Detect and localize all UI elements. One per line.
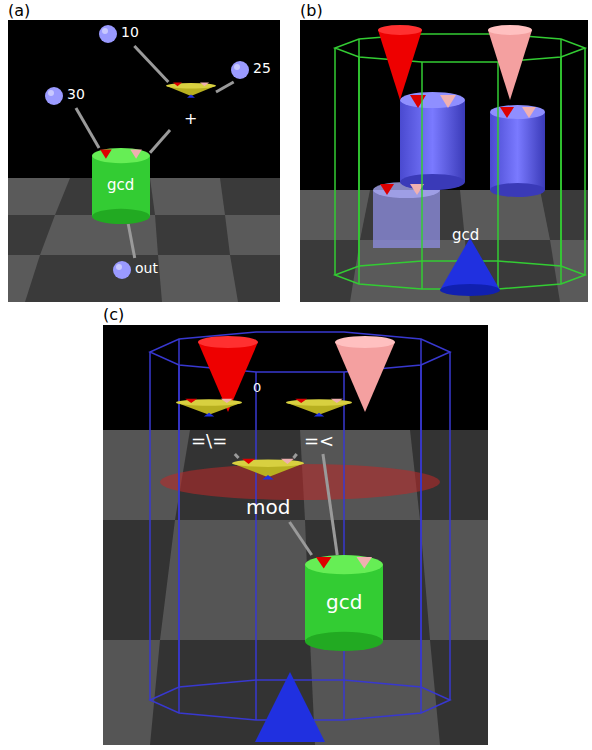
panel-label: (b) bbox=[300, 1, 323, 20]
wire-connector bbox=[128, 224, 134, 258]
wire-connector bbox=[294, 454, 297, 458]
value-sphere: 30 bbox=[44, 84, 94, 108]
cone-shape bbox=[166, 82, 216, 109]
wire-connector bbox=[76, 108, 99, 148]
node-label: + bbox=[184, 110, 197, 128]
node-label: =\= bbox=[191, 431, 227, 451]
wire-connector bbox=[216, 82, 234, 92]
panel-a-scene bbox=[8, 20, 280, 302]
panel-b-scene bbox=[300, 20, 588, 302]
node-label: mod bbox=[246, 496, 290, 518]
value-sphere-shape bbox=[98, 24, 118, 44]
operator-cone: =< bbox=[286, 398, 352, 454]
value-sphere: 10 bbox=[98, 22, 148, 46]
scene-label: gcd bbox=[452, 226, 479, 244]
wire-connector bbox=[150, 130, 170, 153]
cone-shape bbox=[176, 398, 242, 430]
operator-cone: + bbox=[166, 82, 216, 130]
cone-shape bbox=[286, 398, 352, 430]
process-cylinder: gcd bbox=[305, 555, 383, 651]
node-label: out bbox=[135, 261, 158, 276]
node-label: =< bbox=[304, 431, 334, 451]
operator-cone: mod bbox=[232, 458, 304, 522]
operator-cone: =\= bbox=[176, 398, 242, 454]
panel-label: (c) bbox=[103, 305, 124, 324]
value-sphere-shape bbox=[112, 260, 132, 280]
wire-connector bbox=[134, 46, 168, 82]
panel-label: (a) bbox=[8, 1, 30, 20]
value-sphere-shape bbox=[230, 60, 250, 80]
output-sphere: out bbox=[112, 258, 162, 282]
node-label: 25 bbox=[253, 61, 271, 76]
node-label: gcd bbox=[107, 177, 134, 194]
process-cylinder: gcd bbox=[92, 148, 150, 224]
node-label: 30 bbox=[67, 87, 85, 102]
node-label: gcd bbox=[326, 591, 362, 613]
panel-c-scene bbox=[103, 325, 488, 745]
cone-shape bbox=[232, 458, 304, 495]
node-label: 10 bbox=[121, 25, 139, 40]
scene-label: 0 bbox=[253, 380, 261, 395]
value-sphere-shape bbox=[44, 86, 64, 106]
wire-connector bbox=[290, 522, 312, 555]
wire-connector bbox=[235, 454, 239, 458]
value-sphere: 25 bbox=[230, 58, 280, 82]
wire-connector bbox=[323, 454, 337, 555]
